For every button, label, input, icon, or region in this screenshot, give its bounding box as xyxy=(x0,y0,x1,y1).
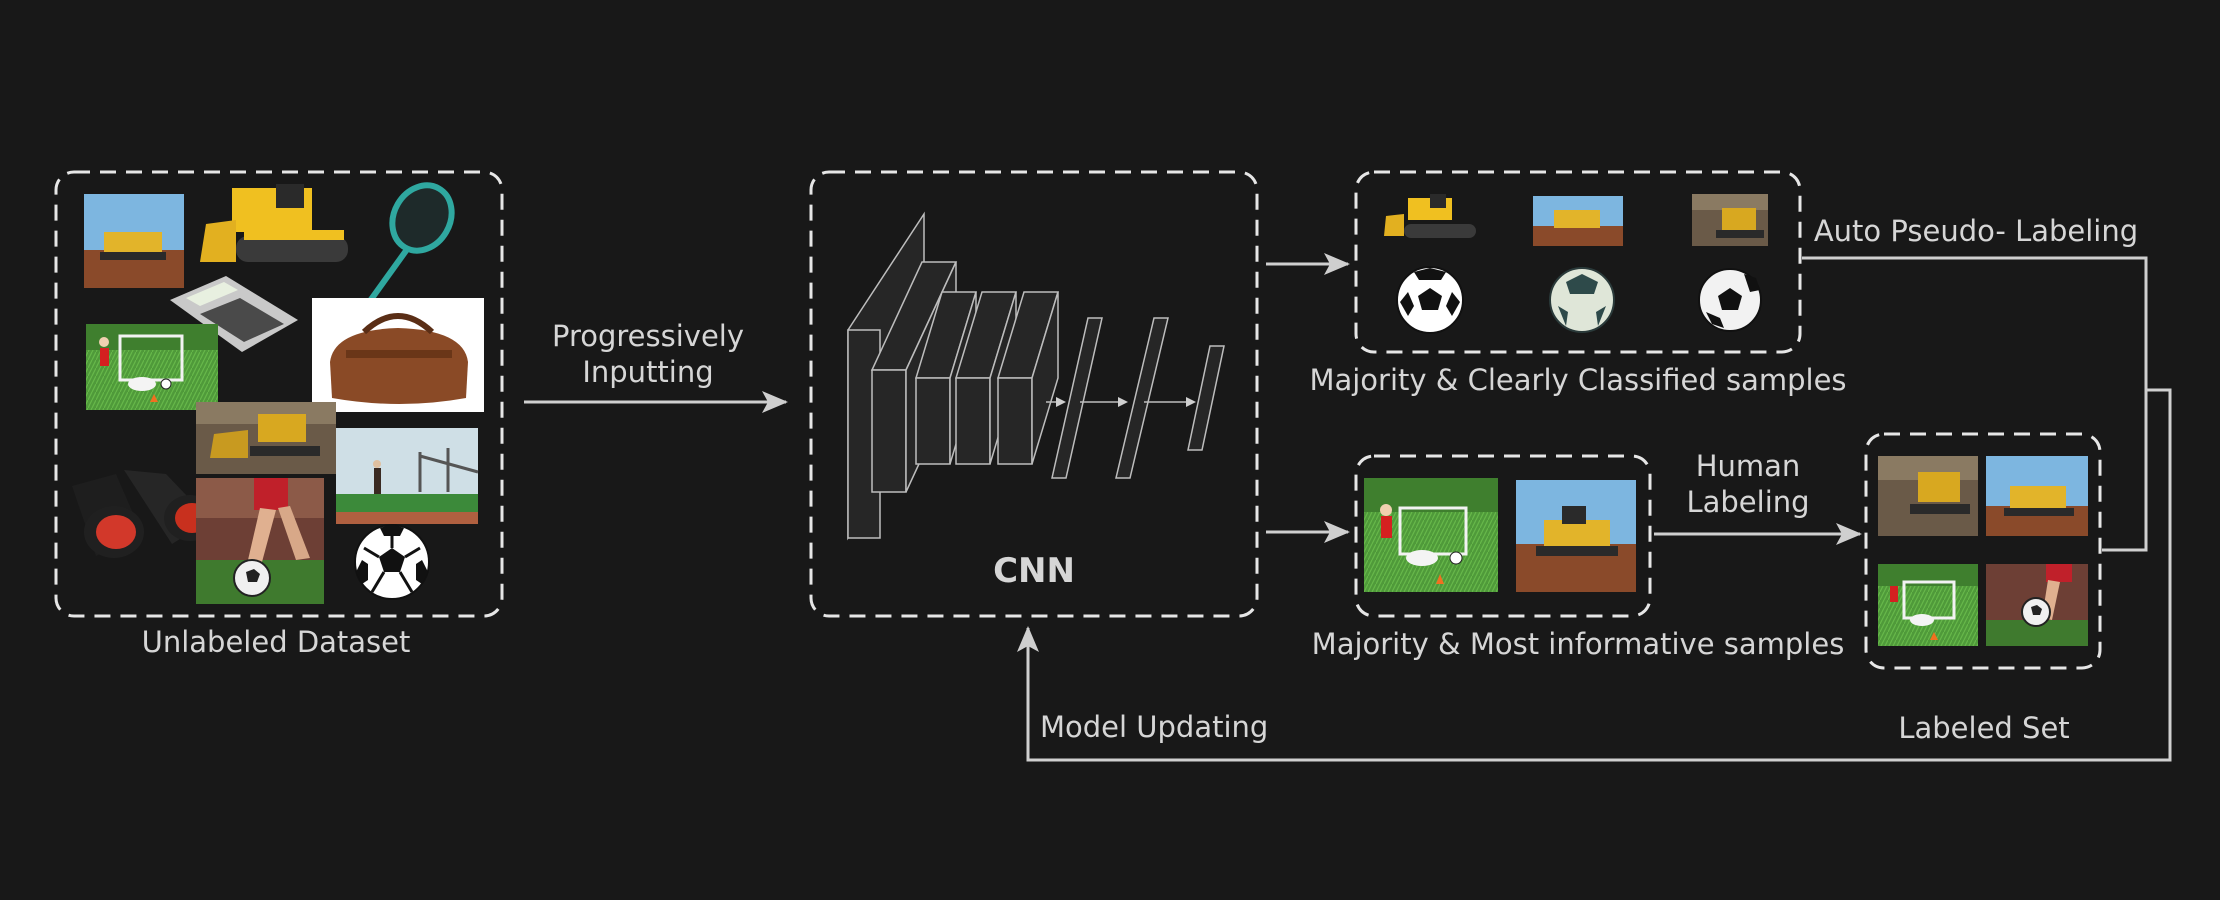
cnn-label: CNN xyxy=(993,551,1075,591)
auto-pseudo-labeling-path xyxy=(1802,256,2148,552)
soccer-ball-sample-1 xyxy=(1396,266,1464,334)
calculator-thumbnail xyxy=(170,276,298,352)
unlabeled-dataset-box xyxy=(54,170,504,618)
labeled-set-box xyxy=(1864,432,2102,670)
labeled-set-caption: Labeled Set xyxy=(1898,711,2069,745)
human-labeling-label-line2: Labeling xyxy=(1686,485,1809,519)
bulldozer-on-dirt-sample xyxy=(1533,196,1623,246)
labeled-set-group: Labeled Set xyxy=(1864,432,2102,745)
informative-samples-caption: Majority & Most informative samples xyxy=(1312,627,1845,661)
clear-samples-caption: Majority & Clearly Classified samples xyxy=(1309,363,1846,397)
cnn-conv-layer-3 xyxy=(955,377,991,465)
clear-samples-box xyxy=(1354,170,1802,354)
model-updating-path xyxy=(1017,388,2172,762)
auto-pseudo-labeling-edge: Auto Pseudo- Labeling xyxy=(1802,214,2148,552)
labeled-bulldozer-sunset xyxy=(1878,456,1978,536)
informative-samples-group: Majority & Most informative samples xyxy=(1312,454,1845,661)
leather-duffel-bag-thumbnail xyxy=(312,298,484,412)
cnn-group: CNN xyxy=(809,170,1259,618)
cnn-conv-layer-2 xyxy=(915,377,951,465)
bulldozer-sunset-sample xyxy=(1692,194,1768,246)
yellow-bulldozer-sample xyxy=(1384,194,1476,238)
bulldozer-on-dirt-sample-2 xyxy=(1516,480,1636,592)
unlabeled-dataset-caption: Unlabeled Dataset xyxy=(142,625,411,659)
cnn-conv-layer-1 xyxy=(871,369,907,493)
cnn-box xyxy=(809,170,1259,618)
clear-samples-group: Majority & Clearly Classified samples xyxy=(1309,170,1847,397)
progressively-inputting-edge: Progressively Inputting xyxy=(524,319,788,413)
labeled-bulldozer-on-dirt xyxy=(1986,456,2088,536)
yellow-bulldozer-thumbnail xyxy=(200,184,348,262)
model-updating-label: Model Updating xyxy=(1040,710,1268,744)
human-labeling-label-line1: Human xyxy=(1696,449,1801,483)
bridge-runner-thumbnail xyxy=(336,428,479,524)
model-updating-edge: Model Updating xyxy=(1017,388,2172,762)
soccer-ball-sample-3 xyxy=(1698,268,1762,332)
unlabeled-dataset-group: Unlabeled Dataset xyxy=(54,170,504,659)
labeled-soccer-player-kicking xyxy=(1986,564,2088,646)
cnn-conv-layer-4 xyxy=(997,377,1033,465)
cnn-dense-layer-1 xyxy=(1051,317,1103,479)
bulldozer-on-dirt-thumbnail xyxy=(84,194,184,288)
bulldozer-sunset-thumbnail xyxy=(196,402,336,474)
human-labeling-edge: Human Labeling xyxy=(1654,449,1862,545)
progressively-inputting-label-line1: Progressively xyxy=(552,319,744,353)
soccer-player-kicking-thumbnail xyxy=(196,478,324,604)
progressively-inputting-label-line2: Inputting xyxy=(582,355,713,389)
labeled-girl-dog-soccer-goal xyxy=(1878,564,1978,646)
girl-dog-soccer-goal-sample xyxy=(1364,478,1498,592)
cnn-dense-layer-2 xyxy=(1115,317,1169,479)
auto-pseudo-labeling-label: Auto Pseudo- Labeling xyxy=(1814,214,2138,248)
girl-dog-soccer-goal-thumbnail xyxy=(86,324,218,410)
soccer-ball-thumbnail xyxy=(354,524,430,600)
soccer-ball-sample-2 xyxy=(1549,267,1615,333)
cnn-output-layer xyxy=(1187,345,1225,451)
informative-samples-box xyxy=(1354,454,1652,618)
binoculars-thumbnail xyxy=(72,470,216,558)
cnn-architecture-icon xyxy=(847,211,1225,541)
